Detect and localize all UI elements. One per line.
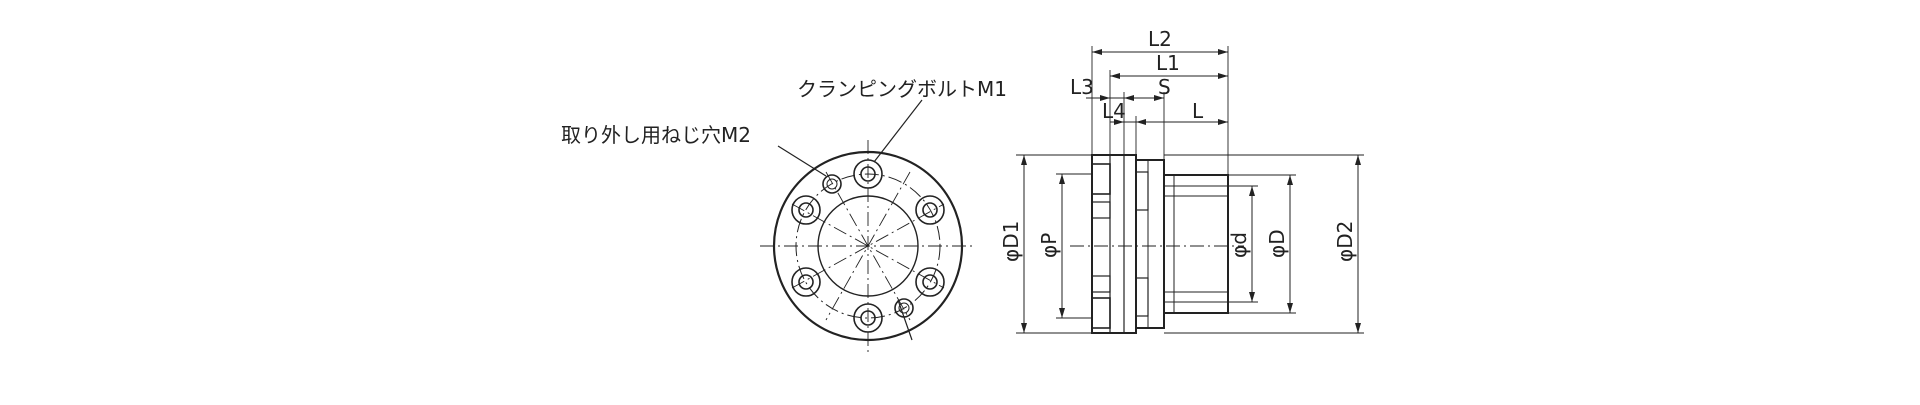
- bolt-hole: [915, 267, 945, 297]
- bolt-hole: [853, 303, 883, 333]
- front-center-lines: [760, 140, 976, 352]
- dim-S: S: [1158, 75, 1171, 99]
- dim-L1: L1: [1156, 51, 1180, 75]
- leader-removal-hole: [777, 145, 827, 177]
- hub-sleeve: [1163, 174, 1229, 314]
- extension-lines: [1016, 46, 1364, 334]
- dim-D: φD: [1265, 229, 1289, 258]
- bolt-head-upper-2: [1091, 201, 1111, 219]
- dim-P: φP: [1037, 233, 1061, 258]
- bolt-hole: [853, 159, 883, 189]
- dim-L4: L4: [1102, 99, 1126, 123]
- dim-L: L: [1192, 99, 1204, 123]
- dimension-lines: [1023, 51, 1359, 333]
- removal-hole-label: 取り外し用ねじ穴M2: [561, 123, 751, 147]
- bolt-head-lower-2: [1091, 275, 1111, 293]
- clamping-bolt-label: クランピングボルトM1: [797, 77, 1007, 101]
- front-view: [760, 99, 976, 352]
- dim-d: φd: [1227, 232, 1251, 258]
- bolt-head-upper: [1091, 163, 1111, 195]
- bolt-hole: [915, 195, 945, 225]
- leader-clamping-bolt: [873, 99, 923, 163]
- side-view: [1016, 46, 1364, 334]
- bolt-head-lower: [1091, 297, 1111, 329]
- dimension-labels: L2 L1 L3 S L4 L φD1 φP φd φD φD2: [999, 27, 1357, 262]
- clamping-bolt-ring: [791, 159, 945, 333]
- leader-removal-hole-lower: [897, 299, 913, 341]
- removal-hole: [822, 174, 842, 194]
- flange-body: [1091, 154, 1137, 334]
- clamp-ring: [1135, 159, 1165, 329]
- dim-L2: L2: [1148, 27, 1172, 51]
- removal-holes: [822, 174, 914, 318]
- bolt-hole: [791, 267, 821, 297]
- dim-D2: φD2: [1333, 221, 1357, 262]
- bolt-hole: [791, 195, 821, 225]
- dim-L3: L3: [1070, 75, 1094, 99]
- dim-D1: φD1: [999, 221, 1023, 262]
- arrowheads: [1021, 49, 1361, 333]
